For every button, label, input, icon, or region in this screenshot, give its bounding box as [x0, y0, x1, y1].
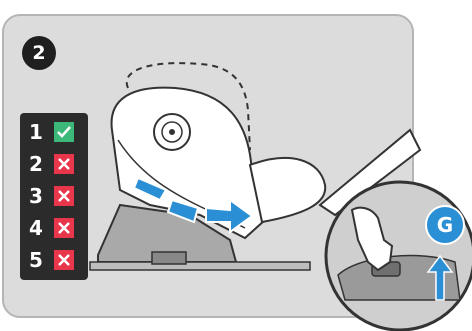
- cross-icon: [54, 186, 74, 206]
- step-row-5: 5: [20, 248, 88, 272]
- step-number: 3: [27, 184, 45, 208]
- step-number-badge: 2: [22, 36, 56, 70]
- isofix-connector: [152, 252, 186, 264]
- step-row-1: 1: [20, 120, 88, 144]
- step-row-3: 3: [20, 184, 88, 208]
- seat-cushion: [250, 158, 325, 222]
- cross-icon: [54, 154, 74, 174]
- step-number: 2: [27, 152, 45, 176]
- step-number: 5: [27, 248, 45, 272]
- check-icon: [54, 122, 74, 142]
- step-number: 1: [27, 120, 45, 144]
- cross-icon: [54, 218, 74, 238]
- step-row-2: 2: [20, 152, 88, 176]
- step-status-list: 1 2 3 4 5: [20, 113, 88, 280]
- step-row-4: 4: [20, 216, 88, 240]
- step-number: 4: [27, 216, 45, 240]
- base-rail: [90, 262, 310, 270]
- cross-icon: [54, 250, 74, 270]
- callout-label-badge: G: [425, 205, 465, 245]
